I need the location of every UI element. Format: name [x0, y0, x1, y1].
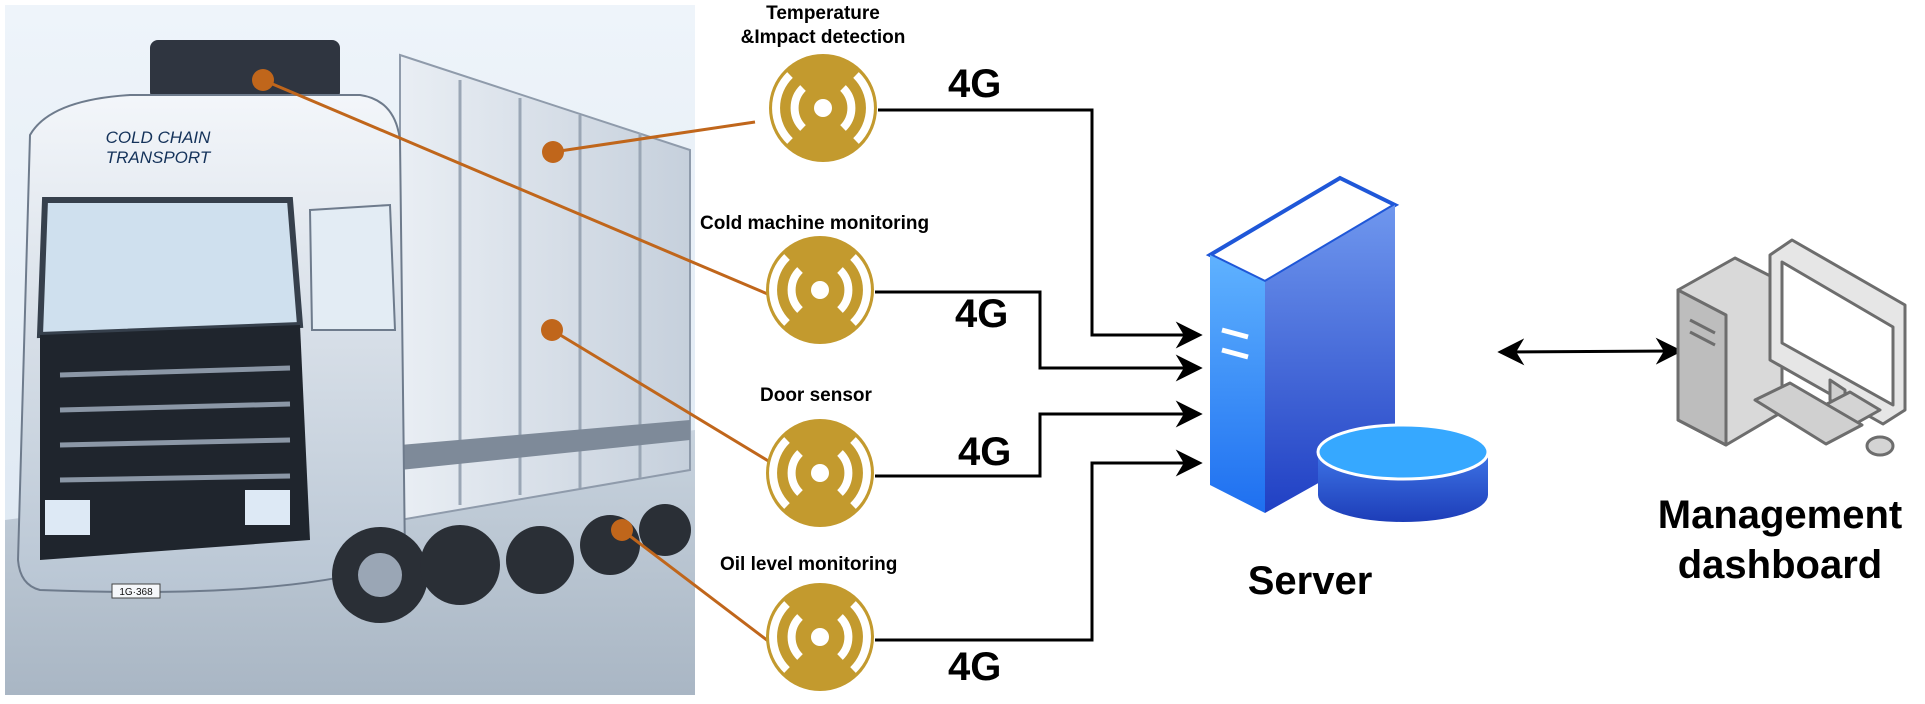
connector-4	[875, 449, 1203, 642]
server-database-icon	[1205, 175, 1490, 522]
server-label: Server	[1247, 559, 1373, 603]
link-label-4g-3: 4G	[958, 430, 1012, 474]
cab-sign-line-1: COLD CHAIN	[106, 128, 212, 147]
sensor-label-door: Door sensor	[760, 385, 872, 406]
cab-sign-line-2: TRANSPORT	[106, 148, 212, 167]
truck-illustration: 1G·368 COLD CHAIN TRANSPORT	[5, 5, 781, 695]
dashboard-label: Management dashboard	[1657, 493, 1903, 587]
link-label-4g-2: 4G	[955, 292, 1009, 336]
sensor-leader-lines	[262, 78, 781, 652]
desktop-computer-icon	[1676, 238, 1907, 457]
link-label-4g-4: 4G	[948, 645, 1002, 689]
server-dashboard-link	[1497, 337, 1683, 366]
sensor-label-cold-machine: Cold machine monitoring	[700, 213, 930, 234]
connector-2	[875, 290, 1203, 382]
sensor-label-oil-level: Oil level monitoring	[720, 554, 898, 575]
connector-1	[878, 108, 1203, 349]
truck-cab: 1G·368 COLD CHAIN TRANSPORT	[16, 40, 500, 623]
license-plate: 1G·368	[119, 587, 153, 598]
wireless-signal-icon	[769, 54, 877, 162]
wireless-signal-icon	[766, 583, 874, 691]
wireless-signal-icon	[766, 419, 874, 527]
link-label-4g-1: 4G	[948, 62, 1002, 106]
wireless-signal-icon	[766, 236, 874, 344]
sensor-label-temperature: Temperature &Impact detection	[740, 3, 906, 48]
connector-3	[875, 400, 1203, 478]
trailer	[399, 53, 691, 594]
network-connectors	[875, 108, 1683, 642]
sensor-attach-points	[252, 69, 633, 541]
